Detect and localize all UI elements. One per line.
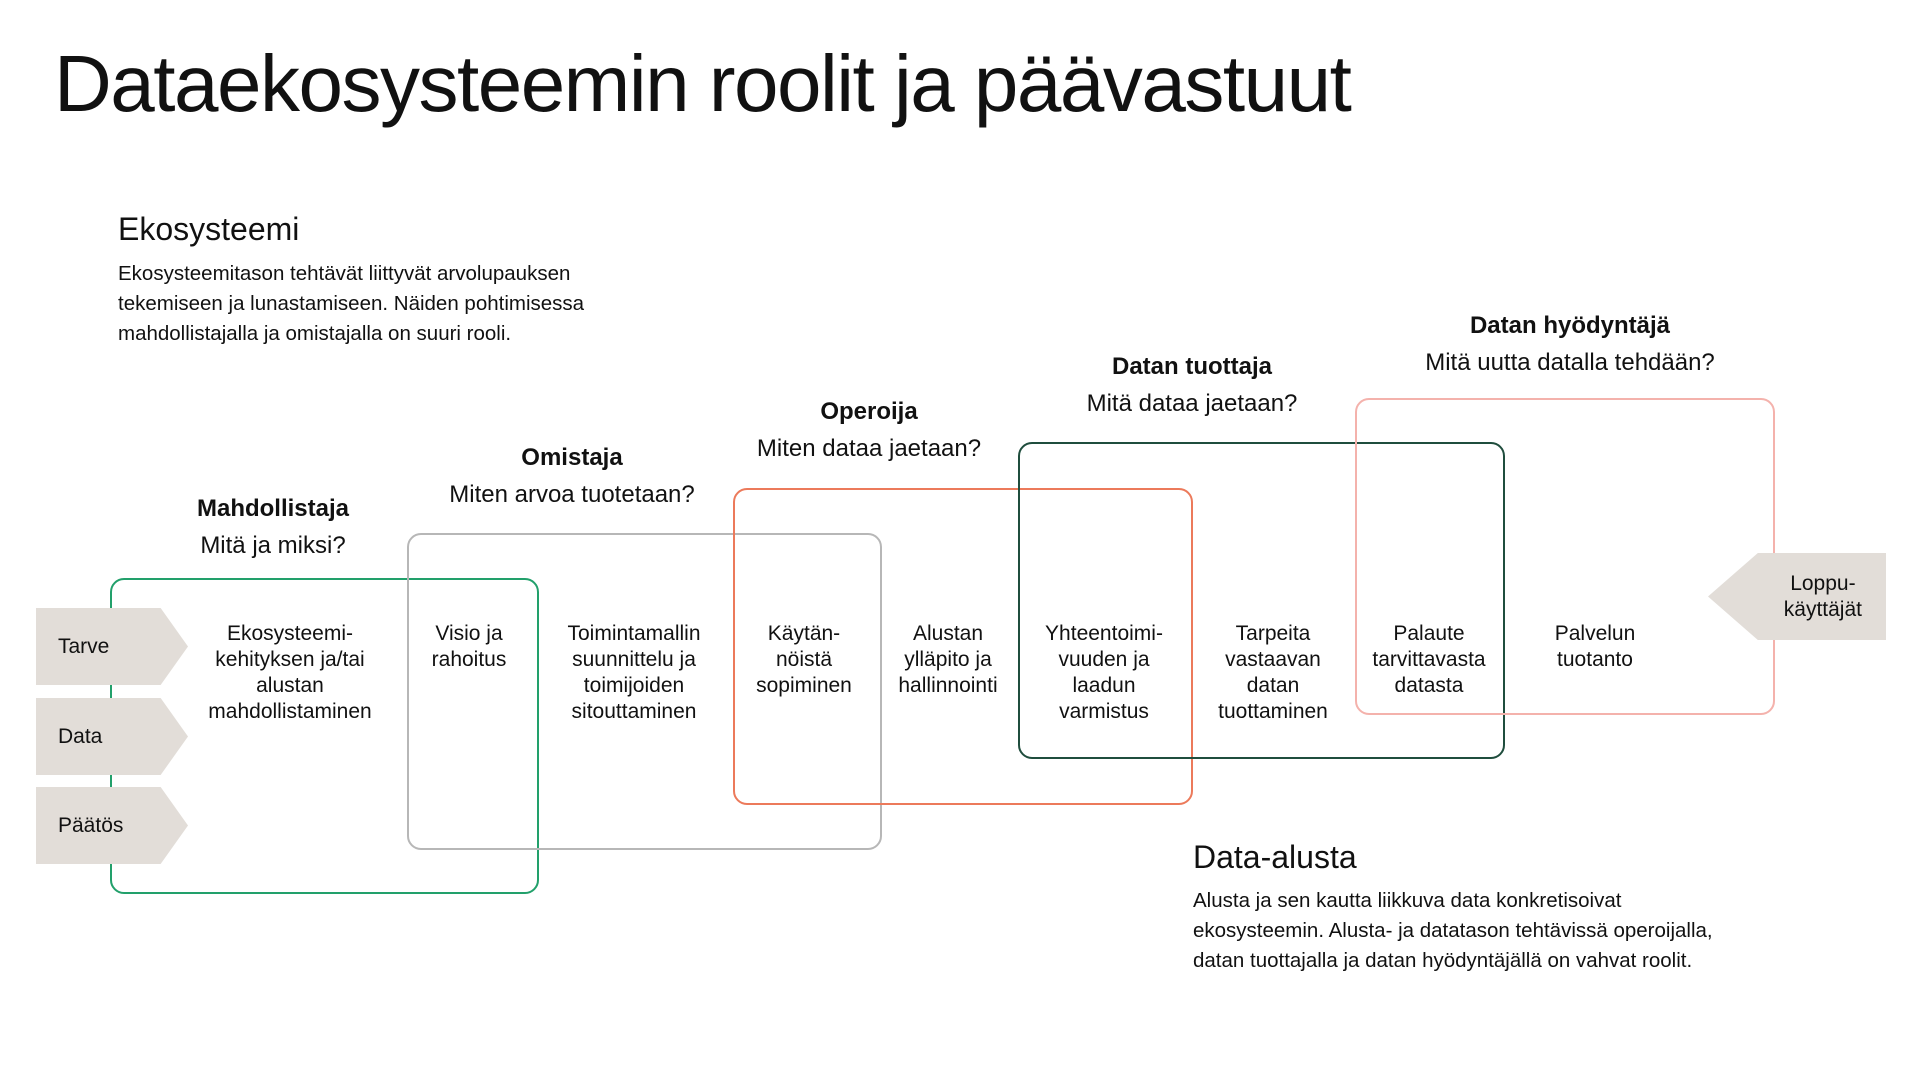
platform-line: Alusta ja sen kautta liikkuva data konkr…: [1193, 889, 1622, 912]
task-line: alustan: [256, 674, 324, 698]
task-line: Ekosysteemi-: [226, 622, 354, 645]
task-line: varmistus: [1059, 700, 1149, 724]
role-name: Datan hyödyntäjä: [1469, 312, 1671, 339]
task-line: sopiminen: [756, 674, 852, 698]
input-chevron-paatos: Päätös: [36, 787, 188, 864]
task-line: Palaute: [1393, 622, 1465, 645]
role-question: Mitä dataa jaetaan?: [1086, 389, 1298, 417]
role-question: Miten arvoa tuotetaan?: [449, 480, 695, 508]
task-line: tuotanto: [1557, 648, 1633, 672]
task-line: vuuden ja: [1058, 648, 1150, 672]
operoija-box: [733, 488, 1193, 805]
task-line: sitouttaminen: [571, 700, 697, 724]
ecosystem-line: mahdollistajalla ja omistajalla on suuri…: [118, 321, 512, 345]
task-line: suunnittelu ja: [572, 648, 696, 672]
input-label: Tarve: [58, 634, 110, 658]
task-line: Palvelun: [1554, 622, 1636, 645]
role-datan-tuottaja: Datan tuottaja Mitä dataa jaetaan?: [1087, 353, 1298, 419]
role-mahdollistaja: Mahdollistaja Mitä ja miksi?: [197, 495, 349, 561]
ecosystem-description: Ekosysteemitason tehtävät liittyvät arvo…: [118, 259, 584, 349]
ecosystem-line: Ekosysteemitason tehtävät liittyvät arvo…: [118, 262, 571, 285]
task-line: Alustan: [912, 622, 984, 645]
role-operoija: Operoija Miten dataa jaetaan?: [757, 398, 981, 464]
ecosystem-heading: Ekosysteemi: [118, 211, 300, 247]
role-question: Mitä ja miksi?: [200, 531, 346, 559]
datan-tuottaja-box: [1018, 442, 1505, 759]
role-question: Miten dataa jaetaan?: [756, 434, 982, 462]
task-line: nöistä: [775, 648, 833, 672]
page-title: Dataekosysteemin roolit ja päävastuut: [54, 39, 1352, 128]
omistaja-box: [407, 533, 882, 850]
task-line: laadun: [1072, 674, 1136, 698]
input-chevron-tarve: Tarve: [36, 608, 188, 685]
task-line: tarvittavasta: [1372, 648, 1486, 672]
task-line: ylläpito ja: [904, 648, 992, 672]
role-question: Mitä uutta datalla tehdään?: [1425, 348, 1715, 376]
task-line: mahdollistaminen: [208, 700, 372, 724]
task-palaute: Palaute tarvittavasta datasta: [1372, 621, 1485, 699]
task-alustan-yllapito: Alustan ylläpito ja hallinnointi: [898, 621, 997, 699]
role-name: Omistaja: [521, 444, 623, 471]
task-line: toimijoiden: [583, 674, 685, 698]
task-line: Tarpeita: [1235, 622, 1311, 645]
platform-line: datan tuottajalla ja datan hyödyntäjällä…: [1193, 948, 1693, 972]
end-user-chevron: Loppu- käyttäjät: [1708, 553, 1886, 640]
end-user-line: käyttäjät: [1783, 597, 1862, 621]
task-ekosysteemikehitys: Ekosysteemi- kehityksen ja/tai alustan m…: [208, 621, 371, 725]
task-line: Toimintamallin: [567, 622, 701, 645]
task-visio-rahoitus: Visio ja rahoitus: [432, 621, 507, 673]
task-line: kehityksen ja/tai: [215, 648, 365, 672]
task-kaytannoista-sopiminen: Käytän- nöistä sopiminen: [756, 621, 852, 699]
input-label: Päätös: [58, 813, 124, 837]
ecosystem-line: tekemiseen ja lunastamiseen. Näiden poht…: [118, 291, 585, 315]
task-line: vastaavan: [1225, 648, 1321, 672]
task-line: Visio ja: [435, 622, 503, 645]
task-yhteentoimivuus: Yhteentoimi- vuuden ja laadun varmistus: [1045, 621, 1163, 725]
role-name: Datan tuottaja: [1111, 353, 1273, 380]
task-line: Yhteentoimi-: [1045, 622, 1163, 645]
task-datan-tuottaminen: Tarpeita vastaavan datan tuottaminen: [1218, 621, 1328, 725]
task-line: datan: [1246, 674, 1300, 698]
platform-heading: Data-alusta: [1193, 839, 1357, 875]
input-chevron-data: Data: [36, 698, 188, 775]
input-label: Data: [58, 724, 103, 748]
role-omistaja: Omistaja Miten arvoa tuotetaan?: [449, 444, 695, 510]
task-line: Käytän-: [767, 622, 841, 645]
role-datan-hyodyntaja: Datan hyödyntäjä Mitä uutta datalla tehd…: [1425, 312, 1715, 378]
task-line: rahoitus: [431, 648, 507, 672]
role-name: Mahdollistaja: [196, 495, 350, 522]
task-line: datasta: [1394, 674, 1464, 698]
end-user-label: Loppu- käyttäjät: [1784, 570, 1862, 622]
platform-line: ekosysteemin. Alusta- ja datatason tehtä…: [1193, 918, 1713, 942]
role-name: Operoija: [820, 398, 918, 425]
task-toimintamalli: Toimintamallin suunnittelu ja toimijoide…: [567, 621, 700, 725]
task-palvelun-tuotanto: Palvelun tuotanto: [1555, 621, 1636, 673]
end-user-line: Loppu-: [1790, 571, 1856, 595]
task-line: tuottaminen: [1218, 700, 1328, 724]
task-line: hallinnointi: [898, 674, 998, 698]
platform-description: Alusta ja sen kautta liikkuva data konkr…: [1193, 886, 1713, 976]
